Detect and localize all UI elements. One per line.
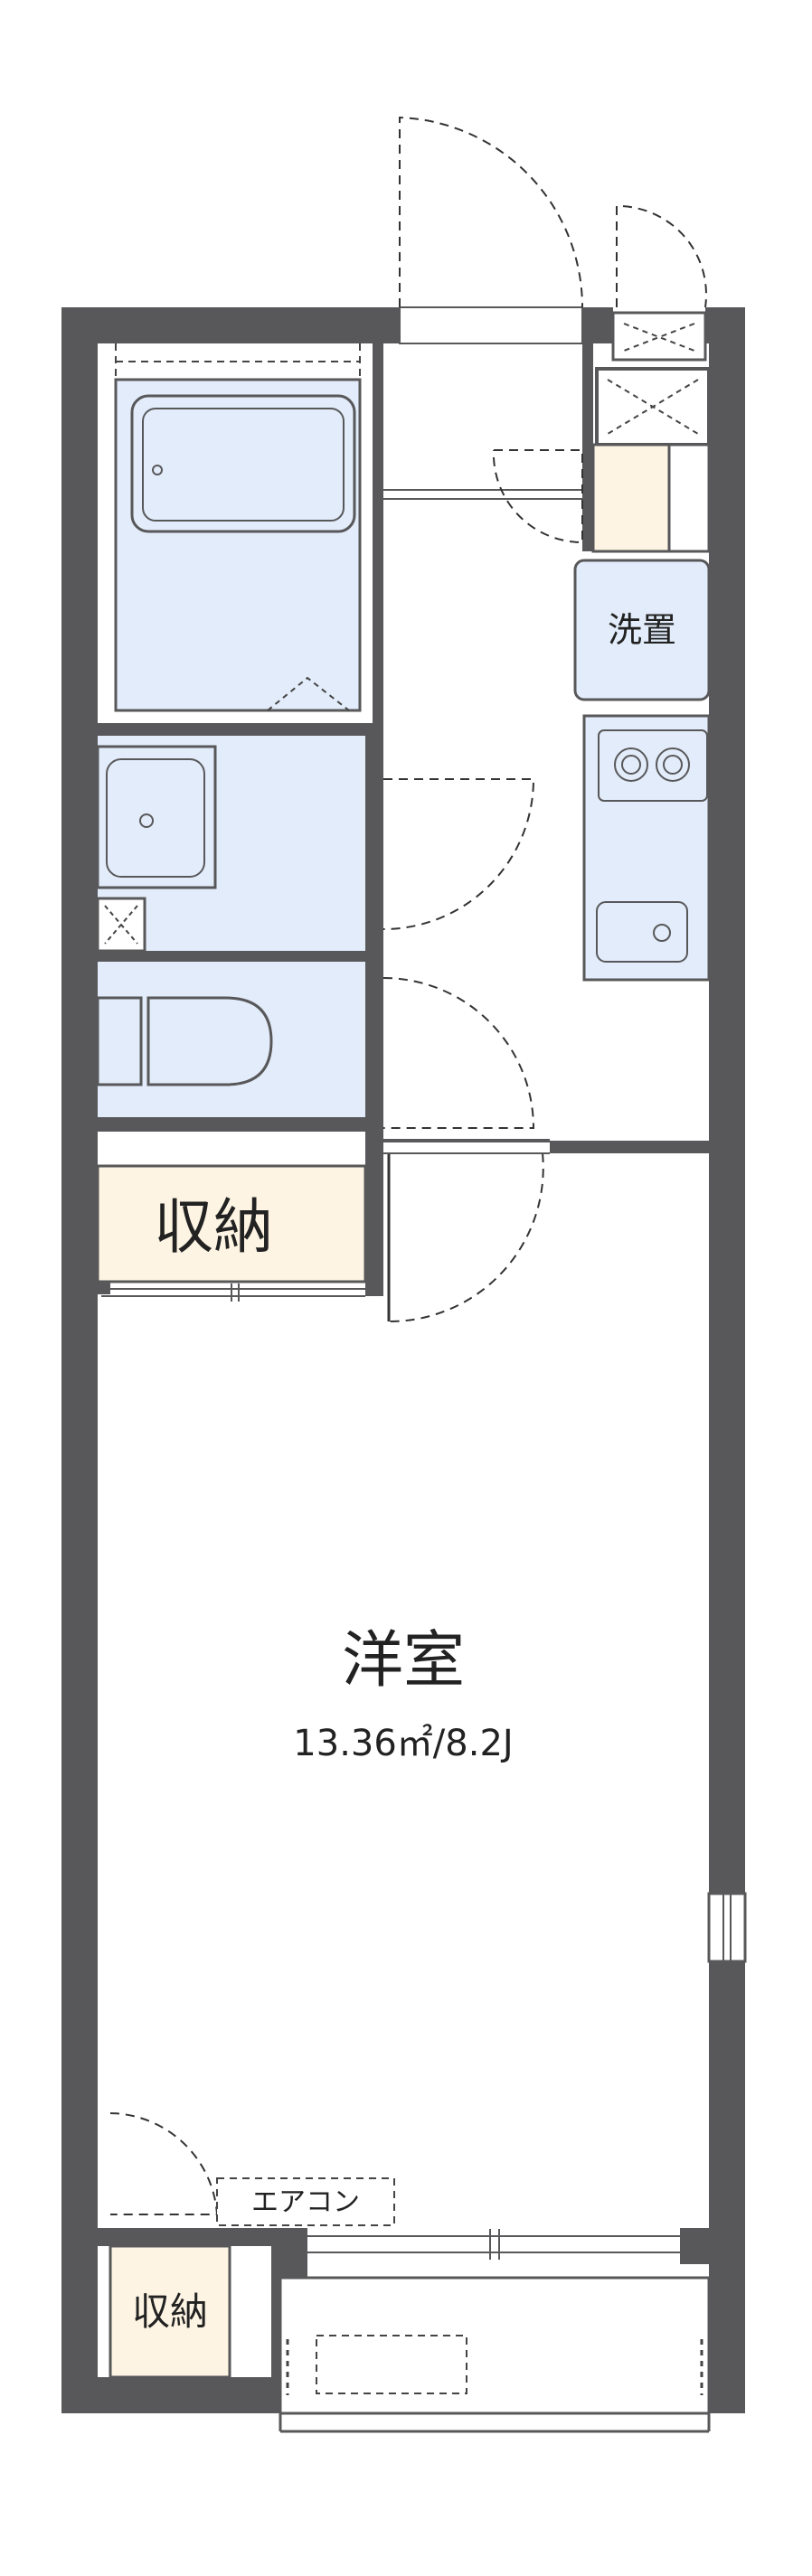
aircon-label: エアコン: [251, 2186, 360, 2218]
wall-bath-right: [373, 343, 383, 723]
bathroom: [98, 343, 373, 723]
pipe-door-swing: [616, 204, 707, 308]
washbasin-drain: [139, 813, 154, 828]
burner-2-inner: [663, 755, 683, 775]
small-storage-door-swing: [109, 2112, 219, 2215]
pipe-shaft-x2: [607, 379, 699, 435]
western-room: 洋室 13.36㎡/8.2J: [293, 1625, 747, 1963]
outdoor-unit: [316, 2335, 467, 2394]
storage-small-box: [109, 2244, 231, 2379]
bathtub-inner: [142, 408, 345, 522]
wall-small-storage-top: [98, 2228, 239, 2246]
toilet-room: [96, 962, 365, 1117]
wall-storage-right: [365, 1141, 383, 1294]
wash-door-swing: [382, 778, 535, 930]
shoe-cabinet-side: [667, 443, 711, 553]
storage-small-label: 収納: [132, 2289, 208, 2334]
bath-door-swing: [267, 676, 350, 711]
meter-box: [611, 311, 707, 362]
room-door-swing: [388, 1152, 544, 1323]
wall-wc-bottom: [98, 1117, 383, 1132]
storage-main-label: 収納: [154, 1192, 273, 1262]
toilet-bowl: [146, 996, 273, 1086]
wall-hall-bottom: [550, 1141, 709, 1153]
wall-right-upper: [709, 307, 745, 1894]
burner-2: [656, 747, 690, 782]
burner-1-inner: [621, 755, 641, 775]
wall-balcony-right: [709, 2228, 745, 2413]
entrance: [383, 306, 583, 500]
kitchen: [582, 714, 711, 982]
washbasin-bowl: [106, 758, 205, 878]
wall-left: [61, 307, 98, 2413]
pipe-space-x2: [104, 905, 138, 945]
storage-main: 収納: [96, 1164, 367, 1302]
wall-bath-bottom: [98, 723, 383, 736]
meter-box-x1: [623, 323, 695, 352]
stove-top: [598, 729, 708, 802]
entrance-floor: [399, 306, 583, 344]
balcony: [279, 2229, 711, 2433]
wall-kitchen-top: [582, 343, 593, 551]
washroom: [96, 736, 365, 953]
laundry-box: [573, 559, 711, 701]
meter-box-x2: [623, 323, 695, 352]
front-door-swing: [399, 116, 583, 308]
wall-small-storage-right: [230, 2228, 271, 2246]
laundry-label: 洗置: [608, 610, 676, 650]
aircon-unit: [216, 2177, 395, 2226]
wc-door-swing: [382, 977, 535, 1129]
wall-top-left: [61, 307, 400, 343]
shoebox-door-swing: [492, 449, 583, 544]
door-swings: [109, 116, 707, 2215]
interior-walls: [98, 343, 709, 2246]
pipe-shaft: [595, 367, 711, 447]
service-shaft: [591, 311, 711, 553]
wall-wash-bottom: [98, 951, 383, 962]
western-room-label: 洋室: [342, 1625, 465, 1697]
burner-1: [614, 747, 648, 782]
side-window: [707, 1892, 747, 1963]
aircon: エアコン: [216, 2177, 395, 2226]
storage-small: 収納: [109, 2244, 231, 2379]
kitchen-sink: [596, 901, 688, 963]
wall-top-mid: [582, 307, 613, 343]
wall-bottom-left: [61, 2377, 307, 2413]
bathtub-drain: [152, 465, 163, 475]
toilet-tank: [96, 996, 143, 1086]
storage-main-box: [96, 1164, 367, 1283]
kitchen-sink-drain: [653, 924, 671, 942]
laundry-space: 洗置: [573, 559, 711, 701]
western-room-area: 13.36㎡/8.2J: [293, 1723, 513, 1764]
wall-right-lower: [709, 1961, 745, 2228]
